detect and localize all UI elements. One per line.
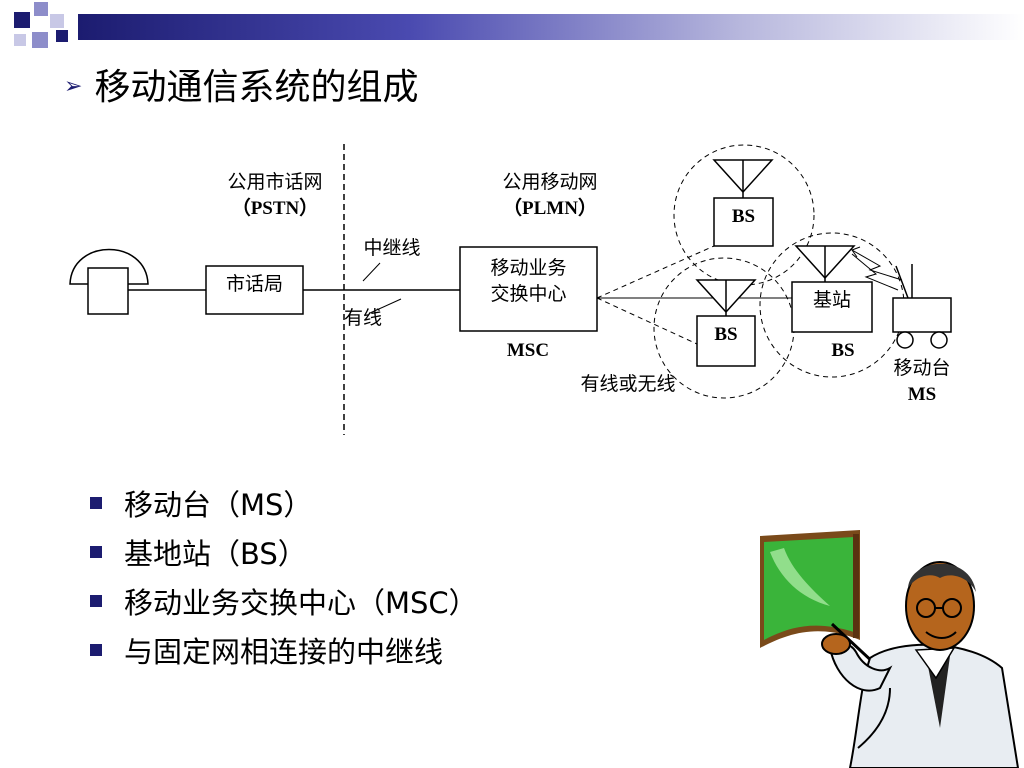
arrow-bullet-icon: ➢ [64, 73, 83, 99]
wired-label: 有线 [343, 307, 382, 329]
list-item: 移动台（MS） [90, 478, 478, 527]
list-item: 移动业务交换中心（MSC） [90, 576, 478, 625]
radio-wave-icon [851, 246, 903, 291]
list-item-text: 移动业务交换中心（MSC） [124, 585, 478, 620]
msc-label: MSC [506, 340, 550, 361]
slide-title: ➢ 移动通信系统的组成 [64, 58, 418, 110]
deco-square [34, 2, 48, 16]
wired-leader [369, 298, 402, 314]
pstn-label: 公用市话网 [227, 171, 323, 193]
bs-right-label: BS [831, 340, 855, 361]
list-item-text: 与固定网相连接的中继线 [124, 634, 444, 669]
list-item-text: 移动台（MS） [124, 487, 313, 522]
teacher-illustration [760, 530, 1020, 768]
link-msc-bs-top [596, 245, 715, 299]
bs-box-bottom [696, 315, 756, 367]
square-bullet-icon [90, 496, 102, 509]
deco-square [32, 32, 48, 48]
list-item: 与固定网相连接的中继线 [90, 625, 478, 674]
telephone-icon [69, 248, 149, 315]
wired-or-wireless-label: 有线或无线 [580, 373, 676, 395]
msc-box [459, 246, 598, 332]
bs-top-label: BS [731, 206, 756, 227]
msc-box-line1: 移动业务 [490, 257, 567, 279]
msc-box-line2: 交换中心 [490, 283, 567, 305]
header-gradient-bar [78, 14, 1024, 40]
mobile-station-label: 移动台 [893, 357, 951, 379]
list-item: 基地站（BS） [90, 527, 478, 576]
bs-bottom-label: BS [714, 324, 738, 345]
slide-title-text: 移动通信系统的组成 [94, 67, 419, 108]
deco-square [50, 14, 64, 28]
link-msc-bs-bottom [596, 297, 698, 345]
square-bullet-icon [90, 545, 102, 558]
deco-square [14, 34, 26, 46]
ms-label: MS [907, 384, 937, 405]
bs-box-top [713, 197, 774, 247]
mobile-station-icon [892, 264, 952, 349]
deco-square [56, 30, 68, 42]
square-bullet-icon [90, 643, 102, 656]
list-item-text: 基地站（BS） [124, 536, 307, 571]
pstn-abbr: （PSTN） [231, 198, 319, 219]
diagram-graphics [69, 144, 952, 435]
square-bullet-icon [90, 594, 102, 607]
trunk-line-label: 中继线 [363, 237, 421, 259]
deco-square [14, 12, 30, 28]
base-station-label: 基站 [812, 289, 851, 311]
local-exchange-box [205, 265, 304, 315]
plmn-abbr: （PLMN） [503, 198, 597, 219]
trunk-leader [362, 262, 381, 282]
network-diagram: 公用市话网 （PSTN） 公用移动网 （PLMN） 市话局 中继线 有线 移动业… [0, 130, 1024, 440]
plmn-label: 公用移动网 [502, 171, 598, 193]
base-station-box [791, 281, 873, 333]
local-exchange-label: 市话局 [225, 273, 283, 295]
component-list: 移动台（MS） 基地站（BS） 移动业务交换中心（MSC） 与固定网相连接的中继… [90, 478, 478, 674]
